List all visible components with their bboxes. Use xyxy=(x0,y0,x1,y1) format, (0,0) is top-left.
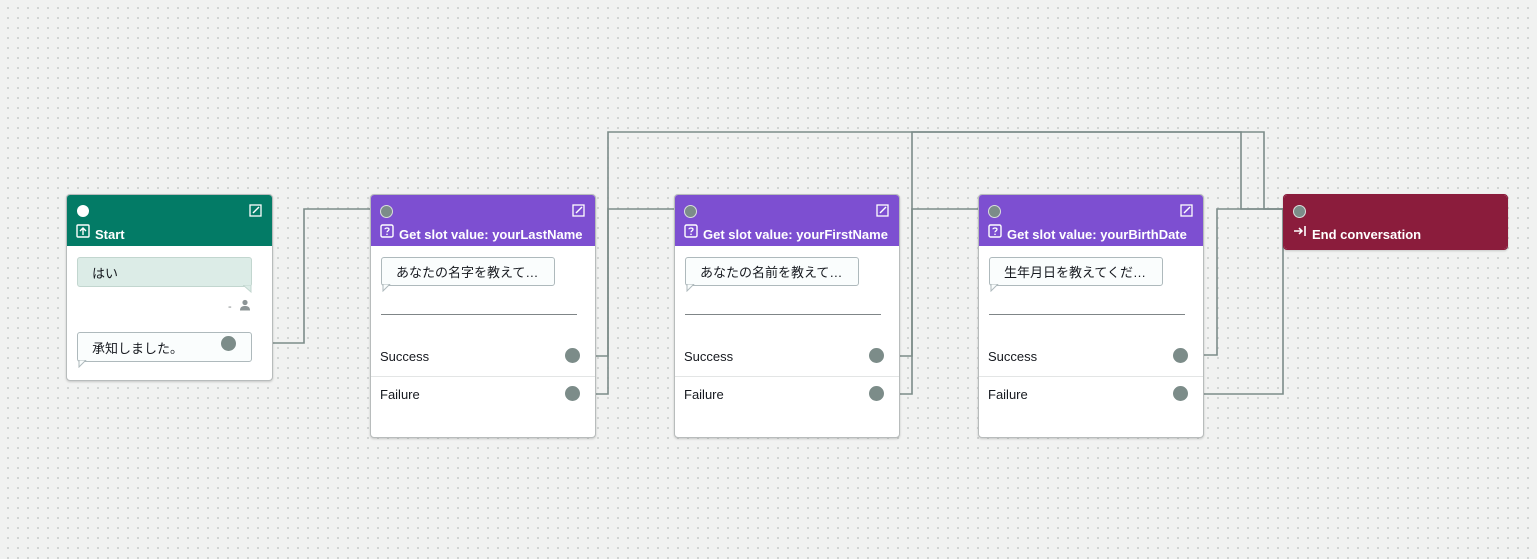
bubble-tail xyxy=(382,284,391,292)
success-label: Success xyxy=(684,349,734,364)
failure-label: Failure xyxy=(684,387,724,402)
success-port[interactable] xyxy=(869,348,884,363)
slot-block-birthdate[interactable]: Get slot value: yourBirthDate 生年月日を教えてくだ… xyxy=(978,194,1204,438)
question-box-icon xyxy=(988,224,1002,238)
start-block-title: Start xyxy=(95,227,125,242)
user-icon xyxy=(240,299,250,311)
input-port[interactable] xyxy=(380,205,393,218)
user-utterance-bubble[interactable]: はい xyxy=(77,257,252,287)
failure-port[interactable] xyxy=(565,386,580,401)
end-arrow-icon xyxy=(1294,226,1306,236)
prompt-text: あなたの名字を教えて… xyxy=(396,265,539,280)
slot-block-lastname[interactable]: Get slot value: yourLastName あなたの名字を教えて…… xyxy=(370,194,596,438)
row-separator xyxy=(371,376,595,377)
success-label: Success xyxy=(988,349,1038,364)
end-block-title: End conversation xyxy=(1312,227,1422,242)
start-block[interactable]: Start はい - 承知しました。 xyxy=(66,194,273,381)
row-separator xyxy=(979,376,1203,377)
edit-icon[interactable] xyxy=(249,204,262,217)
input-port[interactable] xyxy=(684,205,697,218)
user-utterance-text: はい xyxy=(92,265,119,281)
section-divider xyxy=(685,314,881,315)
slot-block-firstname[interactable]: Get slot value: yourFirstName あなたの名前を教えて… xyxy=(674,194,900,438)
prompt-bubble[interactable]: あなたの名字を教えて… xyxy=(381,257,555,286)
slot-block-title: Get slot value: yourBirthDate xyxy=(1007,227,1187,242)
bubble-tail xyxy=(243,285,252,293)
end-conversation-block[interactable]: End conversation xyxy=(1283,194,1508,250)
failure-port[interactable] xyxy=(1173,386,1188,401)
bubble-tail xyxy=(78,360,87,368)
prompt-text: 生年月日を教えてくだ… xyxy=(1004,265,1146,280)
start-flag-icon xyxy=(76,224,90,238)
start-indicator-icon xyxy=(77,205,89,217)
slot-block-title: Get slot value: yourFirstName xyxy=(703,227,888,242)
start-block-header: Start xyxy=(67,195,272,246)
input-port[interactable] xyxy=(988,205,1001,218)
edit-icon[interactable] xyxy=(1180,204,1193,217)
slot-block-title: Get slot value: yourLastName xyxy=(399,227,583,242)
question-box-icon xyxy=(684,224,698,238)
question-box-icon xyxy=(380,224,394,238)
slot-block-header: Get slot value: yourFirstName xyxy=(675,195,899,246)
bubble-tail xyxy=(990,284,999,292)
bot-response-text: 承知しました。 xyxy=(92,340,184,356)
input-port[interactable] xyxy=(1293,205,1306,218)
edit-icon[interactable] xyxy=(572,204,585,217)
end-block-header: End conversation xyxy=(1284,195,1507,249)
success-port[interactable] xyxy=(565,348,580,363)
failure-port[interactable] xyxy=(869,386,884,401)
slot-block-header: Get slot value: yourLastName xyxy=(371,195,595,246)
section-divider xyxy=(989,314,1185,315)
success-label: Success xyxy=(380,349,430,364)
failure-label: Failure xyxy=(380,387,420,402)
success-port[interactable] xyxy=(1173,348,1188,363)
prompt-bubble[interactable]: 生年月日を教えてくだ… xyxy=(989,257,1163,286)
row-separator xyxy=(675,376,899,377)
bubble-tail xyxy=(686,284,695,292)
user-meta-text: - xyxy=(228,301,232,313)
slot-block-header: Get slot value: yourBirthDate xyxy=(979,195,1203,246)
start-output-port[interactable] xyxy=(221,336,236,351)
section-divider xyxy=(381,314,577,315)
prompt-bubble[interactable]: あなたの名前を教えて… xyxy=(685,257,859,286)
failure-label: Failure xyxy=(988,387,1028,402)
prompt-text: あなたの名前を教えて… xyxy=(700,265,843,280)
edit-icon[interactable] xyxy=(876,204,889,217)
